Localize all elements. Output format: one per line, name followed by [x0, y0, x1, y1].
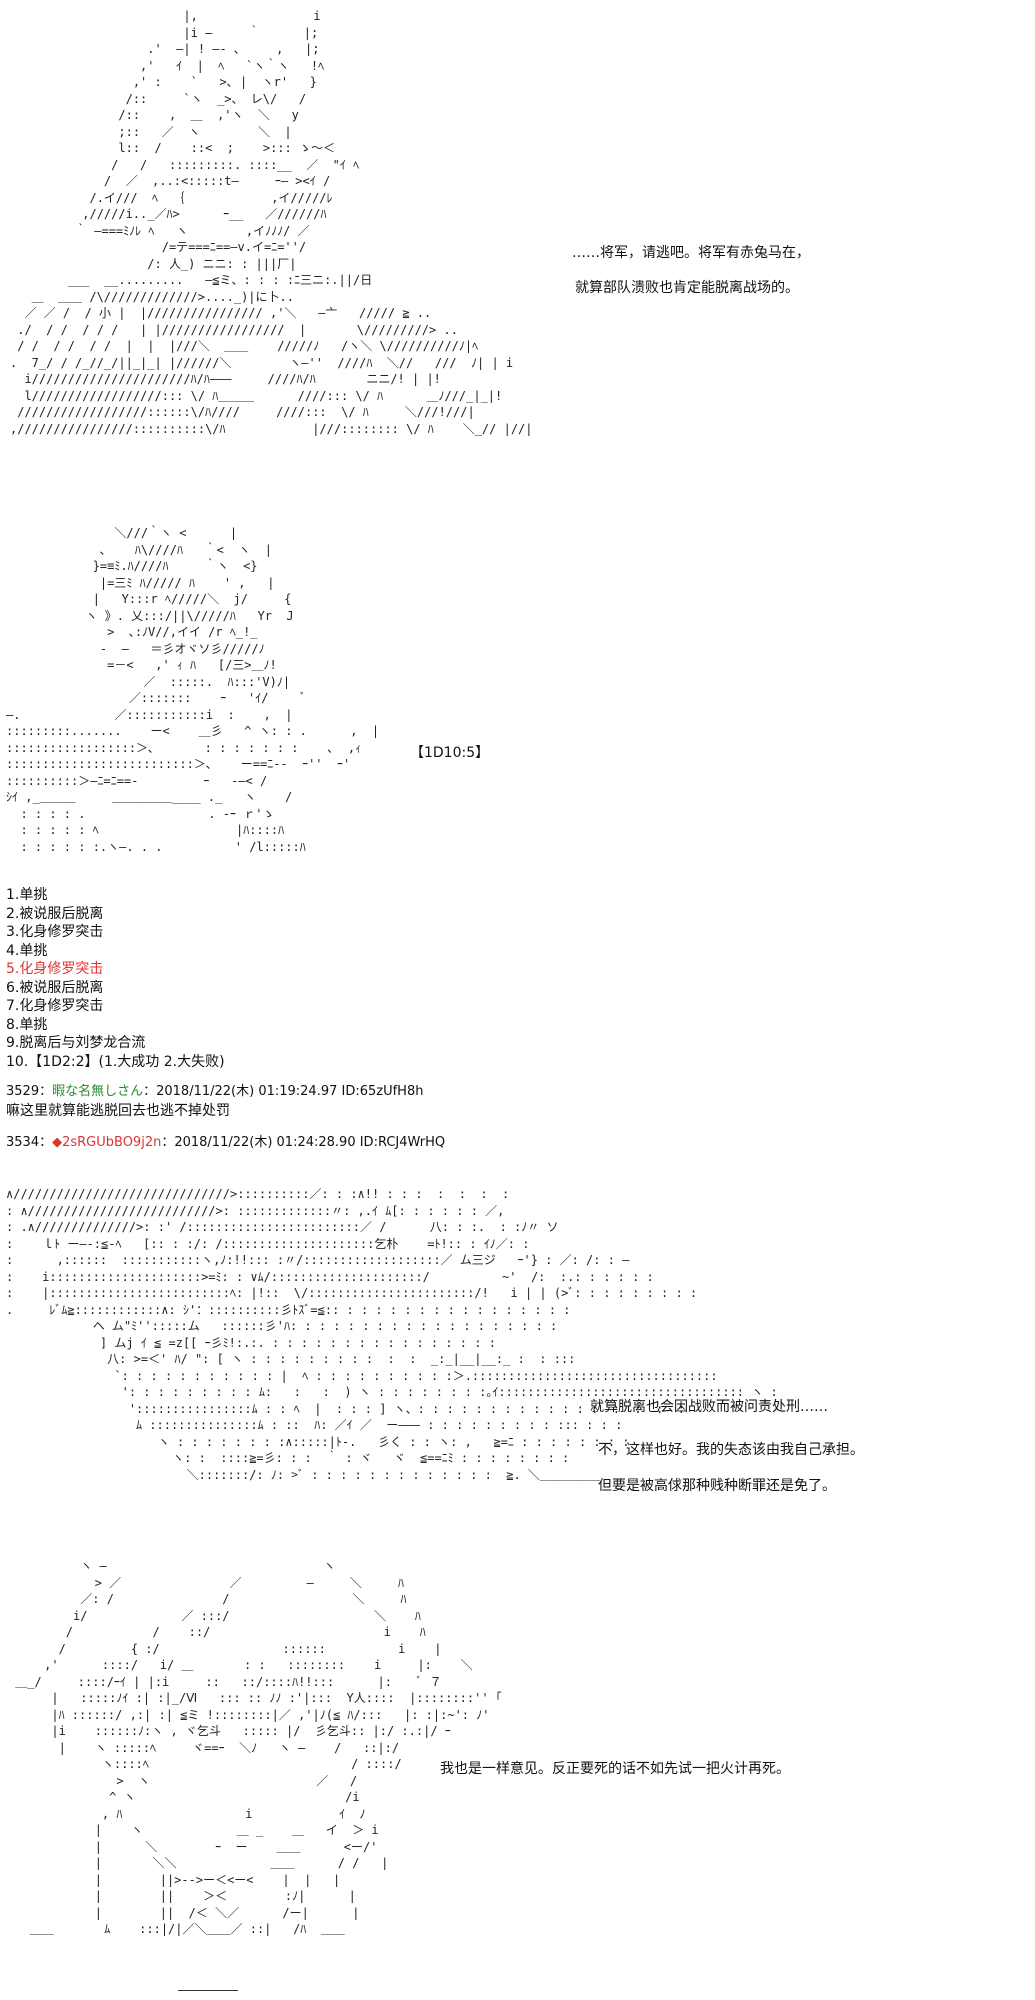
- poster-name: 暇な名無しさん: [52, 1084, 144, 1099]
- ascii-art-figure-cloak: ∧//////////////////////////////>::::::::…: [6, 1187, 778, 1482]
- choice-item: 10.【1D2:2】(1.大成功 2.大失败): [6, 1053, 225, 1070]
- choice-item-selected: 5.化身修罗突击: [6, 961, 104, 977]
- choice-item: 2.被说服后脱离: [6, 905, 104, 922]
- choice-item: 4.单挑: [6, 942, 48, 959]
- post-header: 3529：暇な名無しさん：2018/11/22(木) 01:19:24.97 I…: [6, 1083, 423, 1101]
- choice-item: 7.化身修罗突击: [6, 998, 104, 1014]
- choice-item: 3.化身修罗突击: [6, 924, 104, 940]
- choice-list: 1.单挑 2.被说服后脱离 3.化身修罗突击 4.单挑 5.化身修罗突击 6.被…: [6, 886, 225, 1071]
- dialogue-line: 不，这样也好。我的失态该由我自己承担。: [598, 1442, 864, 1458]
- ascii-art-warrior: ＼///｀ヽ < | ､ ﾊ\////ﾊ ｀< ヽ | }=≡ﾐ.ﾊ////ﾊ …: [6, 526, 380, 854]
- post-meta: ：2018/11/22(木) 01:24:28.90 ID:RCJ4WrHQ: [161, 1135, 446, 1150]
- dialogue-line: 就算脱离也会因战败而被问责处刑……: [590, 1399, 828, 1415]
- choice-item: 6.被说服后脱离: [6, 979, 104, 996]
- post-number[interactable]: 3534：: [6, 1135, 53, 1150]
- choice-item: 1.单挑: [6, 887, 48, 903]
- choice-item: 8.单挑: [6, 1016, 48, 1033]
- dice-roll-result: 【1D10:5】: [410, 745, 490, 761]
- post-header: 3534：◆2sRGUbBO9j2n：2018/11/22(木) 01:24:2…: [6, 1134, 445, 1152]
- choice-item: 9.脱离后与刘梦龙合流: [6, 1035, 146, 1051]
- post-number[interactable]: 3529：: [6, 1084, 53, 1099]
- trip-diamond-icon: ◆: [52, 1135, 63, 1150]
- post-body: 嘛这里就算能逃脱回去也逃不掉处罚: [6, 1103, 230, 1119]
- divider: [178, 1990, 238, 1991]
- ascii-art-general-with-horse: |, i |i ― ｀ |; .' ―| ! ―‐ ､ , |; ,' ｲ | …: [10, 9, 533, 436]
- poster-name: 2sRGUbBO9j2n: [62, 1135, 162, 1150]
- ascii-art-advisor: ヽ ― ヽ > ／ ／ ― ＼ ﾊ ／: / / ＼ ﾊ i/ ／ :::/ ＼…: [15, 1559, 502, 1936]
- dialogue-line: 但要是被高俅那种贱种断罪还是免了。: [598, 1478, 836, 1494]
- dialogue-line: ……将军，请逃吧。将军有赤兔马在，: [572, 245, 810, 261]
- dialogue-line: 就算部队溃败也肯定能脱离战场的。: [575, 280, 799, 296]
- dialogue-line: 我也是一样意见。反正要死的话不如先试一把火计再死。: [440, 1761, 790, 1777]
- post-meta: ：2018/11/22(木) 01:19:24.97 ID:65zUfH8h: [143, 1084, 424, 1099]
